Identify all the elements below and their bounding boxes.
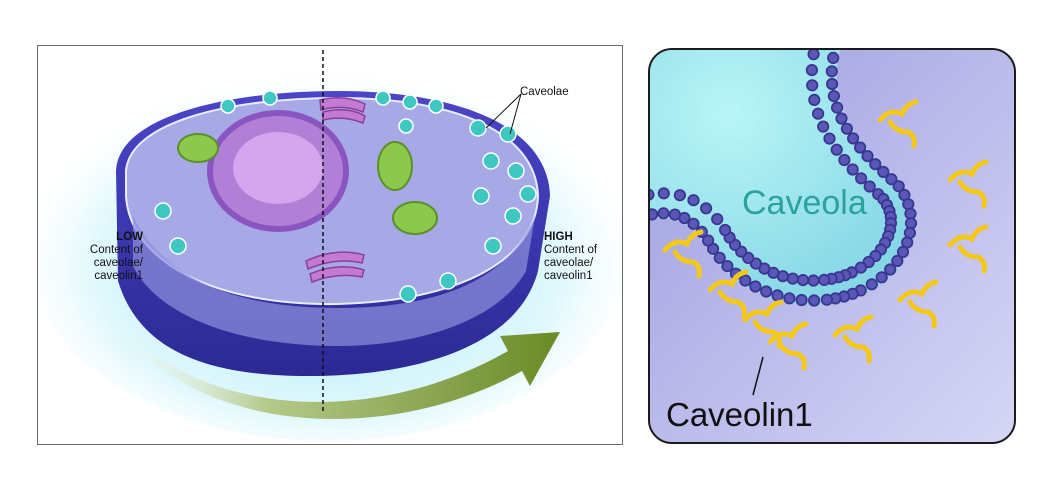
low-content-label: LOW Content of caveolae/ caveolin1 [43,231,143,283]
caveolin-protein [947,224,989,274]
lipid-head [719,223,732,237]
lipid-head [892,180,905,193]
caveolin-protein [742,299,784,349]
caveolae-pointer-1 [485,93,522,129]
lipid-head [846,163,859,176]
mitochondria [177,133,438,235]
lipid-head [650,188,655,201]
lipid-head [808,294,821,307]
low-heading: LOW [116,231,143,243]
caveolin-protein [877,99,919,149]
lipid-head [668,208,682,221]
lipid-head [875,271,888,284]
low-line2: caveolae/ [93,257,143,269]
lipid-bilayer [650,50,918,307]
cell-cut-face [133,216,535,346]
lipid-head [673,189,687,202]
caveola-diagram [650,50,1014,442]
lipid-head [812,107,825,120]
lipid-head [863,180,876,193]
lipid-head [818,273,831,286]
high-line1: Content of [544,244,598,256]
lipid-head [749,280,762,293]
lipid-head [783,292,796,305]
caveola-lumen [650,50,916,306]
lipid-head [711,213,724,226]
lipid-head [808,93,821,107]
cell-illustration [38,50,622,441]
lipid-head [786,272,799,285]
lipid-head [869,158,882,171]
high-line2: caveolae/ [544,257,594,269]
lipid-head [831,101,844,114]
lipid-head [699,202,713,215]
caveolin-protein [707,269,749,319]
lipid-head [806,79,819,92]
caveolae-label: Caveolae [520,86,569,98]
low-line1: Content of [89,244,143,256]
lipid-head [847,132,860,145]
lipid-head [861,150,874,163]
lipid-head [838,153,851,167]
lipid-head [825,65,838,78]
caveolin-pointer [752,356,764,396]
lipid-head [713,251,726,264]
lipid-head [891,254,904,267]
lipid-head [877,165,890,179]
lipid-head [884,263,897,276]
lipid-head [820,293,833,306]
caveolae-pointer-2 [509,93,522,135]
high-content-label: HIGH Content of caveolae/ caveolin1 [544,231,597,283]
lipid-head [687,194,700,207]
caveolae-pits [154,90,537,303]
lipid-head [827,51,840,64]
lipid-head [827,89,840,103]
lipid-head [855,172,868,185]
lipid-head [830,143,843,156]
lipid-head [885,173,898,186]
caveolin-protein [947,159,989,209]
high-heading: HIGH [544,231,573,243]
caveolin-protein [897,279,939,329]
caveolin-protein [662,229,704,279]
cell-illustration-panel: Caveolae LOW Content of caveolae/ caveol… [37,45,623,445]
caveolin-label: Caveolin1 [666,396,813,433]
caveolin-proteins [662,99,989,371]
lipid-head [657,187,670,200]
lipid-head [807,274,820,287]
gradient-arrow [108,311,560,419]
lipid-head [739,274,752,287]
nucleus [233,132,323,204]
lipid-head [865,278,878,291]
caveolin-protein [832,314,874,364]
lipid-head [796,274,810,287]
lipid-head [835,112,848,125]
lipid-head [760,285,773,298]
lipid-head [823,132,836,145]
lipid-head [701,234,715,247]
lipid-head [795,293,808,307]
caveola-label: Caveola [742,184,867,222]
lipid-head [805,64,818,77]
lipid-head [854,141,867,154]
lipid-head [650,208,659,221]
low-line3: caveolin1 [94,270,143,282]
lipid-head [687,217,700,230]
caveola-detail-panel: Caveola Caveolin1 [648,48,1016,444]
lipid-head [657,207,670,220]
lipid-head [826,77,839,91]
high-line3: caveolin1 [544,270,593,282]
lipid-head [807,50,820,61]
lipid-head [854,261,867,274]
lipid-head [896,245,910,258]
lipid-head [771,289,784,302]
lipid-head [840,122,853,135]
lipid-head [721,260,734,273]
lipid-head [817,120,830,133]
